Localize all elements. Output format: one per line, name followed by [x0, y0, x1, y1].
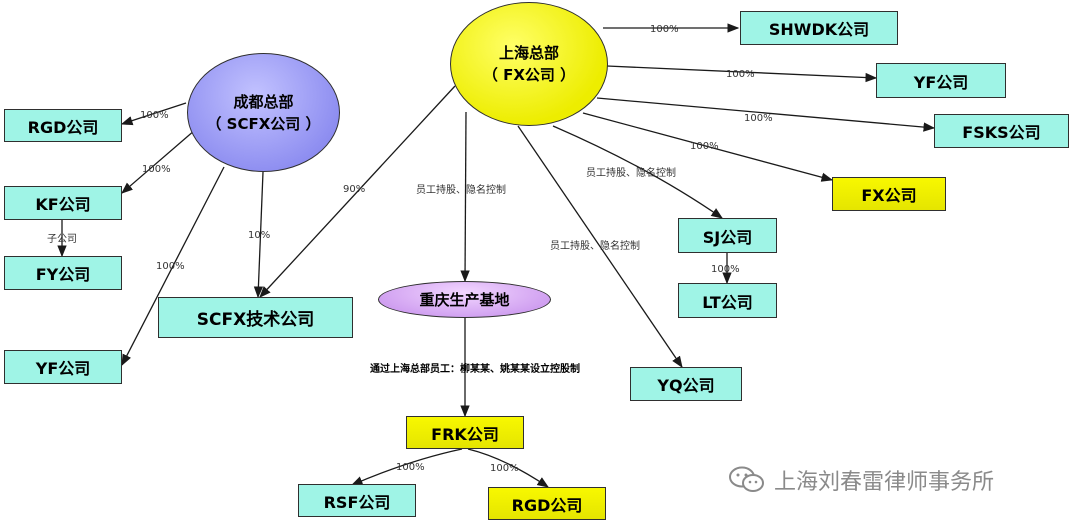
edge-sh-fx: [582, 112, 834, 182]
edge-label-frk-rsf: 100%: [396, 462, 425, 473]
edge-cd-kf: [121, 129, 196, 194]
node-fsks: FSKS公司: [934, 114, 1069, 148]
node-kf: KF公司: [4, 186, 122, 220]
chongqing-base-label: 重庆生产基地: [419, 290, 510, 309]
edge-cd-rgd: [120, 102, 187, 126]
edge-label-sh-scfx: 90%: [343, 184, 365, 195]
node-lt: LT公司: [678, 283, 777, 318]
node-rgd-left: RGD公司: [4, 109, 122, 142]
edge-label-cd-scfx: 10%: [248, 230, 270, 241]
node-shwdk: SHWDK公司: [740, 11, 898, 45]
shanghai-hq-subtitle: （ FX公司 ）: [482, 66, 576, 84]
edge-label-sh-fsks: 100%: [744, 113, 773, 124]
node-scfx-tech: SCFX技术公司: [158, 297, 353, 338]
edge-cd-scfx: [253, 171, 264, 299]
edge-label-kf-fy: 子公司: [47, 233, 77, 245]
edge-label-sh-shwdk: 100%: [650, 24, 679, 35]
edge-label-sh-fx: 100%: [690, 141, 719, 152]
edge-sh-sj: [552, 125, 723, 219]
edge-label-cd-yf: 100%: [156, 261, 185, 272]
node-frk: FRK公司: [406, 416, 524, 449]
edge-label-sj-lt: 100%: [711, 264, 740, 275]
edge-label-frk-rgd: 100%: [490, 463, 519, 474]
edge-sh-yf: [606, 65, 878, 83]
edge-label-cd-rgd: 100%: [140, 110, 169, 121]
node-chengdu-hq: 成都总部 （ SCFX公司 ）: [187, 53, 340, 172]
node-yf-top: YF公司: [876, 63, 1006, 98]
chengdu-hq-title: 成都总部: [233, 92, 294, 111]
edge-label-cd-kf: 100%: [142, 164, 171, 175]
edge-label-sh-yf: 100%: [726, 69, 755, 80]
wechat-icon: [728, 466, 766, 494]
node-yf-left: YF公司: [4, 350, 122, 384]
edge-label-cq-frk: 通过上海总部员工：柳某某、姚某某设立控股制: [370, 362, 580, 375]
edge-sh-scfx: [259, 85, 456, 298]
watermark-text: 上海刘春雷律师事务所: [774, 470, 995, 495]
edge-cd-yf: [121, 166, 225, 367]
node-rsf: RSF公司: [298, 484, 416, 517]
edge-frk-rgd: [467, 448, 549, 488]
shanghai-hq-title: 上海总部: [498, 44, 559, 62]
edge-sh-fsks: [596, 97, 936, 132]
edge-sh-yq: [517, 125, 683, 368]
node-yq: YQ公司: [630, 367, 742, 401]
edge-label-sh-sj: 员工持股、隐名控制: [586, 166, 676, 179]
node-chongqing-base: 重庆生产基地: [378, 281, 551, 318]
node-shanghai-hq: 上海总部 （ FX公司 ）: [450, 2, 608, 126]
node-sj: SJ公司: [678, 218, 777, 253]
node-rgd-bottom: RGD公司: [488, 487, 606, 520]
watermark: 上海刘春雷律师事务所: [728, 464, 994, 496]
edge-frk-rsf: [350, 448, 463, 486]
node-fy: FY公司: [4, 256, 122, 290]
edge-sh-cq: [460, 111, 470, 283]
chengdu-hq-subtitle: （ SCFX公司 ）: [206, 114, 321, 133]
node-fx: FX公司: [832, 177, 946, 211]
edge-label-sh-yq: 员工持股、隐名控制: [550, 239, 640, 252]
edge-label-sh-cq: 员工持股、隐名控制: [416, 183, 506, 196]
